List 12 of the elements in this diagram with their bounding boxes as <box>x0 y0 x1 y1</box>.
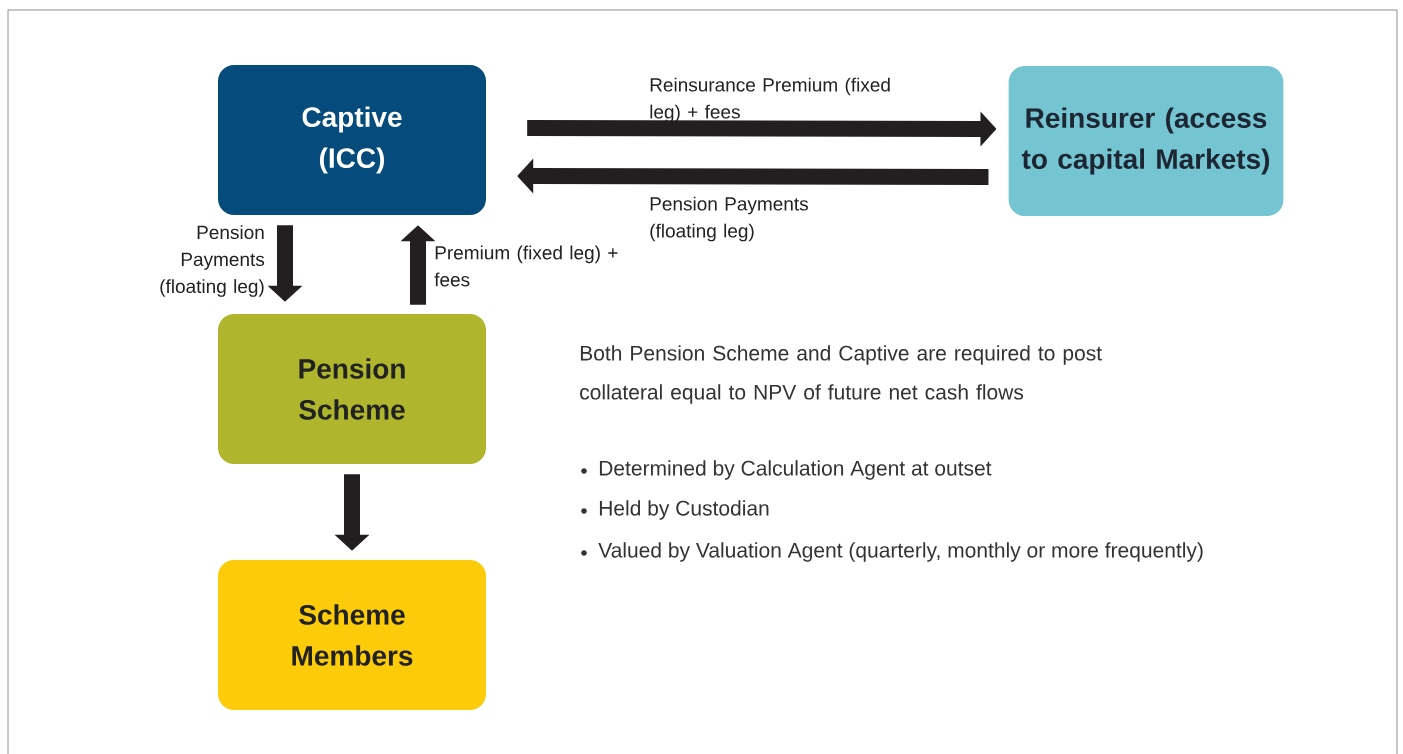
process-box: Captive (ICC) <box>218 65 486 215</box>
process-box: Scheme Members <box>218 560 486 710</box>
note-text: Both Pension Scheme and Captive are required to post collateral equal to NPV of future net cash flows <box>580 345 1102 404</box>
bullet-text: Held by Custodian <box>599 500 769 520</box>
bullet-text: Determined by Calculation Agent at outset <box>599 460 992 480</box>
edge-label: Reinsurance Premium (fixed leg) + fees <box>650 77 890 123</box>
bullet-text: Valued by Valuation Agent (quarterly, monthly or more frequently) <box>598 542 1203 562</box>
edge-label: Pension Payments (floating leg) <box>650 196 808 242</box>
process-box: Pension Scheme <box>218 314 486 464</box>
edge-label: Pension Payments (floating leg) <box>160 225 265 297</box>
process-box: Reinsurer (access to capital Markets) <box>1008 66 1284 216</box>
edge-label: Premium (fixed leg) + fees <box>434 245 618 287</box>
